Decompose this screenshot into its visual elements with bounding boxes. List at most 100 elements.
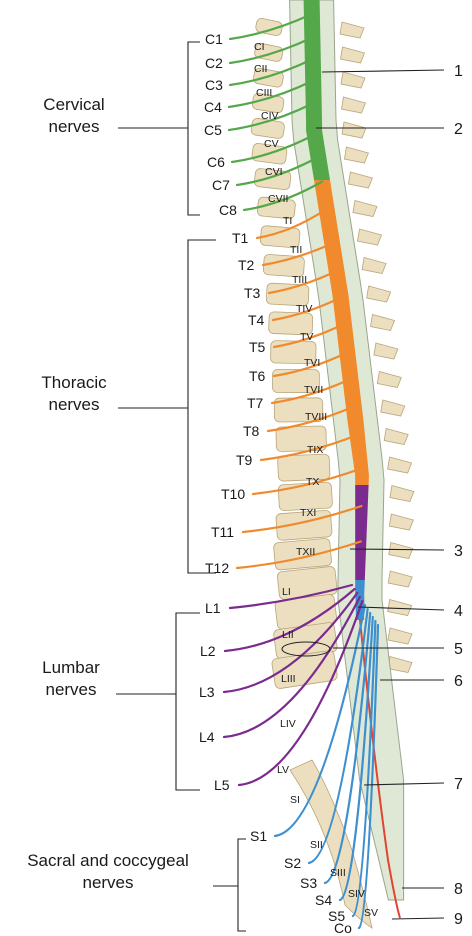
group-label-cervical-subtitle: nerves <box>48 117 99 136</box>
nerve-label-c3: C3 <box>205 77 223 93</box>
callout-9-label: 9 <box>454 911 463 928</box>
callout-1-label: 1 <box>454 63 463 80</box>
nerve-label-c6: C6 <box>207 154 225 170</box>
vertebra-label-ci: CI <box>254 41 265 53</box>
nerve-label-c8: C8 <box>219 202 237 218</box>
vertebral-body <box>277 454 330 481</box>
nerve-label-c4: C4 <box>204 99 222 115</box>
vertebra-label-tvi: TVI <box>304 357 320 369</box>
nerve-label-t7: T7 <box>247 395 264 411</box>
spinous-process <box>353 201 377 217</box>
spinous-process <box>342 122 366 138</box>
vertebra-label-cii: CII <box>254 63 267 75</box>
nerve-label-t9: T9 <box>236 452 253 468</box>
spinous-process <box>388 571 412 587</box>
spinous-process <box>342 97 366 113</box>
vertebra-label-tviii: TVIII <box>305 411 327 423</box>
group-labels: CervicalnervesThoracicnervesLumbarnerves… <box>27 95 189 892</box>
vertebra-label-siii: SIII <box>330 867 346 879</box>
vertebra-label-li: LI <box>282 586 291 598</box>
vertebra-label-sii: SII <box>310 839 323 851</box>
spinous-process <box>388 657 412 673</box>
nerve-label-t12: T12 <box>205 560 229 576</box>
callout-2-label: 2 <box>454 121 463 138</box>
spinous-process <box>389 543 413 559</box>
vertebra-label-txi: TXI <box>300 507 316 519</box>
spinous-process <box>377 372 401 388</box>
vertebra-label-cv: CV <box>264 138 279 150</box>
nerve-label-s3: S3 <box>300 875 317 891</box>
spinous-process <box>344 147 368 163</box>
spinous-process <box>341 72 365 88</box>
nerve-label-c7: C7 <box>212 177 230 193</box>
nerve-label-t8: T8 <box>243 423 260 439</box>
spinous-process <box>389 514 413 530</box>
spinous-process <box>371 315 395 331</box>
lumbar-bracket <box>176 613 200 790</box>
callout-6-label: 6 <box>454 673 463 690</box>
spinous-process <box>340 22 364 38</box>
spinous-process <box>348 172 372 188</box>
callout-4-label: 4 <box>454 603 463 620</box>
spinous-process <box>358 229 382 245</box>
nerve-label-t5: T5 <box>249 339 266 355</box>
nerve-label-co: Co <box>334 920 352 936</box>
vertebra-label-tix: TIX <box>307 444 323 456</box>
group-label-lumbar-title: Lumbar <box>42 658 100 677</box>
spinous-process <box>388 628 412 644</box>
nerve-label-l1: L1 <box>205 600 221 616</box>
vertebra-label-siv: SIV <box>348 888 365 900</box>
vertebra-label-lv: LV <box>277 764 289 776</box>
cervical-bracket <box>188 42 200 215</box>
vertebra-label-liii: LIII <box>281 673 296 685</box>
spinous-process <box>367 286 391 302</box>
nerve-label-t6: T6 <box>249 368 266 384</box>
callout-1-leader <box>322 70 444 72</box>
vertebra-label-txii: TXII <box>296 546 315 558</box>
vertebra-label-cvi: CVI <box>265 166 283 178</box>
spinous-process <box>388 457 412 473</box>
spinous-process <box>341 47 365 63</box>
group-label-sacral-subtitle: nerves <box>82 873 133 892</box>
nerve-label-t10: T10 <box>221 486 245 502</box>
nerve-label-s1: S1 <box>250 828 267 844</box>
vertebra-label-lii: LII <box>282 629 294 641</box>
nerve-label-s2: S2 <box>284 855 301 871</box>
nerve-label-c2: C2 <box>205 55 223 71</box>
callout-8-label: 8 <box>454 881 463 898</box>
callout-5-label: 5 <box>454 641 463 658</box>
vertebra-label-civ: CIV <box>261 110 279 122</box>
sacral-bracket <box>238 839 246 931</box>
spinous-process <box>390 486 414 502</box>
nerve-label-l5: L5 <box>214 777 230 793</box>
spinous-process <box>362 258 386 274</box>
vertebra-label-tiii: TIII <box>292 274 307 286</box>
nerve-label-l2: L2 <box>200 643 216 659</box>
vertebra-label-cvii: CVII <box>268 193 288 205</box>
vertebra-label-tii: TII <box>290 244 302 256</box>
nerve-label-c1: C1 <box>205 31 223 47</box>
group-label-thoracic-title: Thoracic <box>41 373 107 392</box>
vertebra-label-ti: TI <box>283 215 292 227</box>
vertebra-label-tx: TX <box>306 476 319 488</box>
nerve-label-c5: C5 <box>204 122 222 138</box>
vertebra-label-sv: SV <box>364 907 378 919</box>
spinous-process <box>381 400 405 416</box>
group-label-lumbar-subtitle: nerves <box>45 680 96 699</box>
vertebra-label-tv: TV <box>300 331 313 343</box>
vertebra-label-tiv: TIV <box>296 303 312 315</box>
spinous-process <box>388 600 412 616</box>
vertebra-label-tvii: TVII <box>304 384 323 396</box>
nerve-label-l3: L3 <box>199 684 215 700</box>
nerve-label-t4: T4 <box>248 312 265 328</box>
nerve-label-s4: S4 <box>315 892 332 908</box>
group-label-cervical-title: Cervical <box>43 95 104 114</box>
group-label-sacral-title: Sacral and coccygeal <box>27 851 189 870</box>
vertebra-label-si: SI <box>290 794 300 806</box>
nerve-label-t1: T1 <box>232 230 249 246</box>
spinous-process <box>374 343 398 359</box>
vertebra-label-ciii: CIII <box>256 87 272 99</box>
spinous-process <box>384 429 408 445</box>
nerve-label-t3: T3 <box>244 285 261 301</box>
